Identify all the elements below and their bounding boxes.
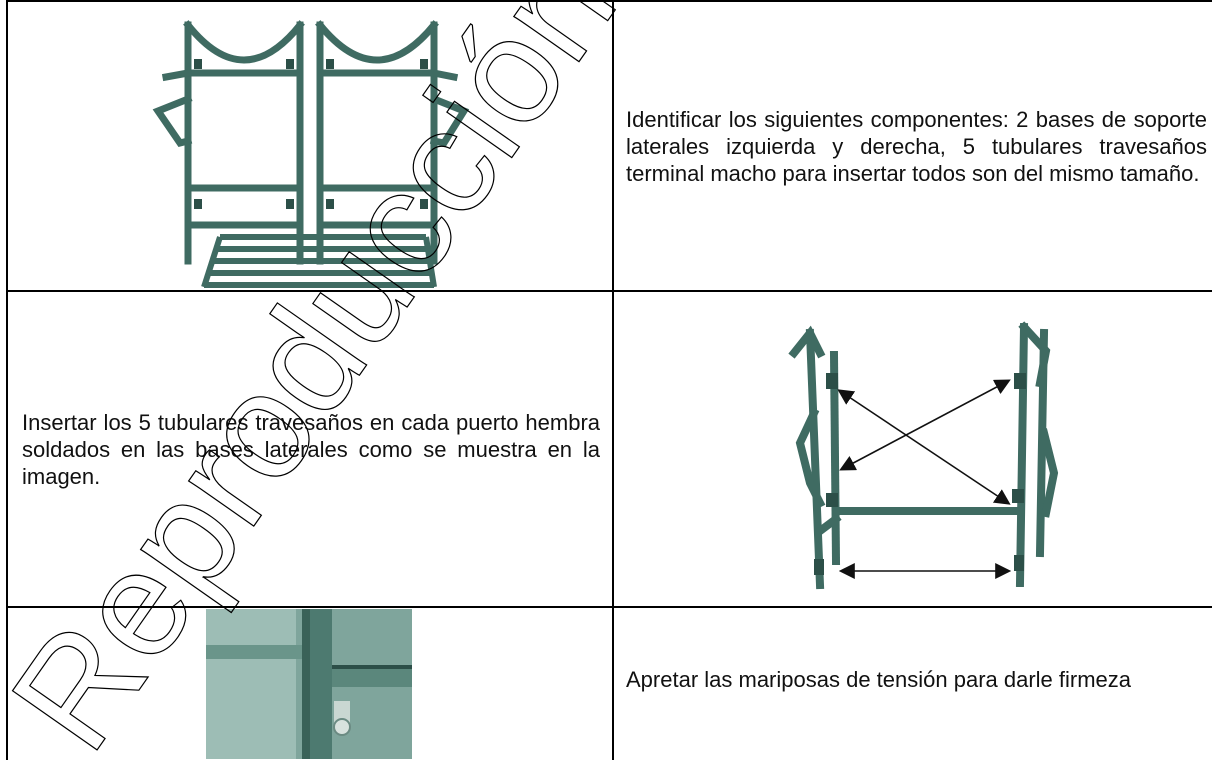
step-3-text: Apretar las mariposas de tensión para da… xyxy=(626,666,1132,692)
step-2-text: Insertar los 5 tubulares travesaños en c… xyxy=(22,409,600,489)
step-1-text-cell: Identificar los siguientes componentes: … xyxy=(612,0,1212,292)
assembly-diagram xyxy=(788,321,1059,590)
tension-wingnut-photo xyxy=(206,609,412,759)
step-1-text: Identificar los siguientes componentes: … xyxy=(626,106,1207,186)
step-3-text-cell: Apretar las mariposas de tensión para da… xyxy=(612,606,1212,760)
step-row-3: Apretar las mariposas de tensión para da… xyxy=(6,606,1212,760)
tension-image-cell xyxy=(6,606,614,760)
components-photo xyxy=(152,20,470,288)
step-row-2: Insertar los 5 tubulares travesaños en c… xyxy=(6,290,1212,608)
assembly-image-cell xyxy=(612,290,1212,608)
step-row-1: Identificar los siguientes componentes: … xyxy=(6,0,1212,292)
instructions-table: Identificar los siguientes componentes: … xyxy=(6,0,1212,760)
components-image-cell xyxy=(6,0,614,292)
step-2-text-cell: Insertar los 5 tubulares travesaños en c… xyxy=(6,290,614,608)
